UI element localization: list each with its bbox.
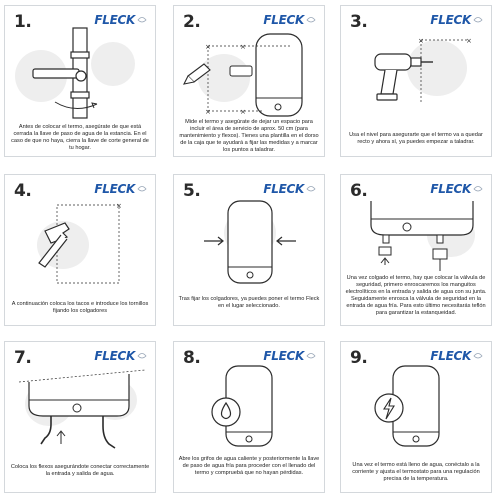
brand-drop-icon [473, 353, 483, 359]
step-number: 9. [350, 348, 368, 368]
water-fill-illustration [211, 365, 273, 447]
hammer-illustration: × [37, 202, 122, 284]
svg-text:×: × [116, 202, 122, 210]
svg-text:×: × [240, 108, 246, 116]
step-caption: Abre los grifos de agua caliente y poste… [178, 456, 320, 476]
brand-logo: FLECK [94, 349, 135, 363]
power-connect-illustration [374, 365, 440, 447]
step-caption: Coloca los flexos asegurándote conectar … [10, 464, 150, 477]
svg-text:×: × [466, 37, 472, 45]
brand-drop-icon [306, 353, 316, 359]
brand-drop-icon [306, 17, 316, 23]
brand-logo: FLECK [94, 13, 135, 27]
step-number: 7. [14, 348, 32, 368]
safety-valve-illustration [370, 201, 475, 271]
step-card-8: 8. FLECK Abre los grifos de agua calient… [173, 341, 325, 493]
brand-drop-icon [473, 186, 483, 192]
drill-illustration: × × [374, 37, 472, 102]
brand-logo: FLECK [430, 13, 471, 27]
step-card-5: 5. FLECK Tras fijar los colgadores, ya p… [173, 174, 325, 326]
step-caption: Mide el termo y asegúrate de dejar un es… [179, 119, 319, 153]
step-number: 6. [350, 181, 368, 201]
svg-text:×: × [205, 108, 211, 116]
step-caption: A continuación coloca los tacos e introd… [11, 301, 149, 314]
brand-logo: FLECK [263, 349, 304, 363]
step-card-2: 2. FLECK × × × × Mide el termo y asegúra… [173, 5, 325, 157]
water-heater-hang-illustration [204, 200, 296, 284]
shutoff-valve-illustration [15, 27, 135, 119]
step-card-9: 9. FLECK Una vez el termo está lleno de … [340, 341, 492, 493]
step-caption: Tras fijar los colgadores, ya puedes pon… [178, 296, 320, 309]
step-card-1: 1. FLECK Antes de colocar el termo, aseg… [4, 5, 156, 157]
step-card-4: 4. FLECK × A continuación coloca los tac… [4, 174, 156, 326]
brand-drop-icon [306, 186, 316, 192]
brand-drop-icon [473, 17, 483, 23]
step-caption: Usa el nivel para asegurarte que el term… [349, 132, 483, 145]
brand-drop-icon [137, 17, 147, 23]
measure-mark-illustration: × × × × [183, 33, 303, 117]
step-number: 4. [14, 181, 32, 201]
step-card-3: 3. FLECK × × Usa el nivel para asegurart… [340, 5, 492, 157]
svg-text:×: × [205, 43, 211, 51]
brand-logo: FLECK [263, 182, 304, 196]
step-card-6: 6. FLECK Una vez colgado el termo, hay q… [340, 174, 492, 326]
step-number: 5. [183, 181, 201, 201]
brand-logo: FLECK [430, 182, 471, 196]
step-number: 8. [183, 348, 201, 368]
flex-hoses-illustration [18, 369, 146, 449]
brand-logo: FLECK [94, 182, 135, 196]
step-number: 1. [14, 12, 32, 32]
step-caption: Una vez colgado el termo, hay que coloca… [345, 275, 487, 316]
step-card-7: 7. FLECK Coloca los flexos asegurándote … [4, 341, 156, 493]
brand-logo: FLECK [263, 13, 304, 27]
brand-drop-icon [137, 353, 147, 359]
svg-text:×: × [240, 43, 246, 51]
brand-logo: FLECK [430, 349, 471, 363]
brand-drop-icon [137, 186, 147, 192]
step-number: 2. [183, 12, 201, 32]
step-caption: Una vez el termo está lleno de agua, con… [352, 462, 480, 482]
step-caption: Antes de colocar el termo, asegúrate de … [11, 124, 149, 151]
step-number: 3. [350, 12, 368, 32]
svg-text:×: × [418, 37, 424, 45]
